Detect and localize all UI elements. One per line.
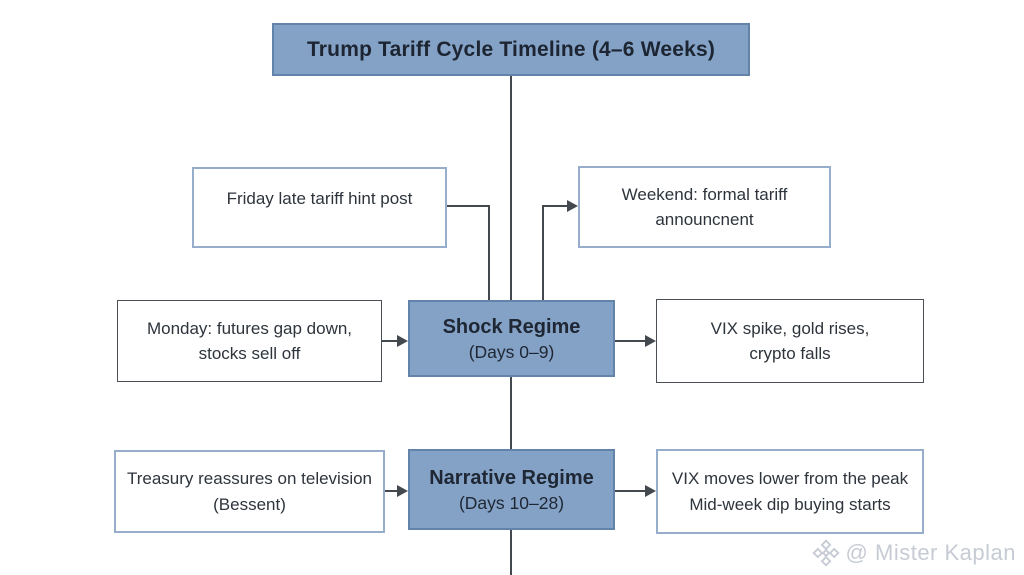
shock-regime-name: Shock Regime bbox=[442, 315, 581, 338]
connector-shock-to-narrative bbox=[510, 377, 512, 449]
diamond-logo-icon bbox=[811, 539, 840, 567]
node-vix-lower: VIX moves lower from the peak Mid-week d… bbox=[656, 449, 924, 534]
diagram-title-text: Trump Tariff Cycle Timeline (4–6 Weeks) bbox=[306, 37, 716, 61]
arrow-into-shock-icon bbox=[397, 335, 408, 347]
node-treasury-line1: Treasury reassures on television bbox=[126, 469, 373, 488]
node-shock-regime: Shock Regime (Days 0–9) bbox=[408, 300, 615, 377]
node-vix-lower-line1: VIX moves lower from the peak bbox=[671, 469, 909, 488]
connector-weekend-up bbox=[542, 205, 544, 300]
shock-regime-days: (Days 0–9) bbox=[468, 341, 555, 362]
node-monday-line1: Monday: futures gap down, bbox=[146, 318, 353, 338]
node-weekend-line2: announcnent bbox=[655, 210, 754, 229]
connector-treasury-to-narrative bbox=[385, 490, 399, 492]
node-narrative-regime: Narrative Regime (Days 10–28) bbox=[408, 449, 615, 530]
narrative-regime-name: Narrative Regime bbox=[429, 466, 594, 489]
connector-narrative-to-vix bbox=[615, 490, 646, 492]
connector-weekend-horizontal bbox=[542, 205, 569, 207]
node-treasury-line2: (Bessent) bbox=[213, 494, 286, 514]
node-vix-spike: VIX spike, gold rises, crypto falls bbox=[656, 299, 924, 383]
node-friday-hint: Friday late tariff hint post bbox=[192, 167, 447, 248]
watermark-handle: @ Mister Kaplan bbox=[845, 540, 1016, 565]
node-vix-spike-line2: crypto falls bbox=[749, 344, 831, 363]
arrow-into-vix-spike-icon bbox=[645, 335, 656, 347]
connector-friday-down bbox=[488, 205, 490, 300]
connector-title-to-shock bbox=[510, 76, 512, 300]
connector-friday-horizontal bbox=[447, 205, 490, 207]
narrative-regime-days: (Days 10–28) bbox=[458, 492, 565, 513]
connector-monday-to-shock bbox=[382, 340, 399, 342]
node-vix-spike-line1: VIX spike, gold rises, bbox=[710, 318, 870, 338]
connector-shock-to-vix bbox=[615, 340, 646, 342]
node-monday-futures: Monday: futures gap down, stocks sell of… bbox=[117, 300, 382, 382]
node-weekend-line1: Weekend: formal tariff bbox=[621, 184, 788, 204]
node-treasury-reassures: Treasury reassures on television (Bessen… bbox=[114, 450, 385, 533]
watermark: @ Mister Kaplan bbox=[811, 539, 1016, 567]
node-weekend-announcement: Weekend: formal tariff announcnent bbox=[578, 166, 831, 248]
arrow-into-weekend-icon bbox=[567, 200, 578, 212]
node-vix-lower-line2: Mid-week dip buying starts bbox=[689, 494, 891, 514]
diagram-title: Trump Tariff Cycle Timeline (4–6 Weeks) bbox=[272, 23, 750, 76]
connector-narrative-down bbox=[510, 530, 512, 575]
arrow-into-narrative-icon bbox=[397, 485, 408, 497]
node-friday-hint-text: Friday late tariff hint post bbox=[226, 189, 413, 208]
arrow-into-vix-lower-icon bbox=[645, 485, 656, 497]
node-monday-line2: stocks sell off bbox=[198, 344, 301, 363]
